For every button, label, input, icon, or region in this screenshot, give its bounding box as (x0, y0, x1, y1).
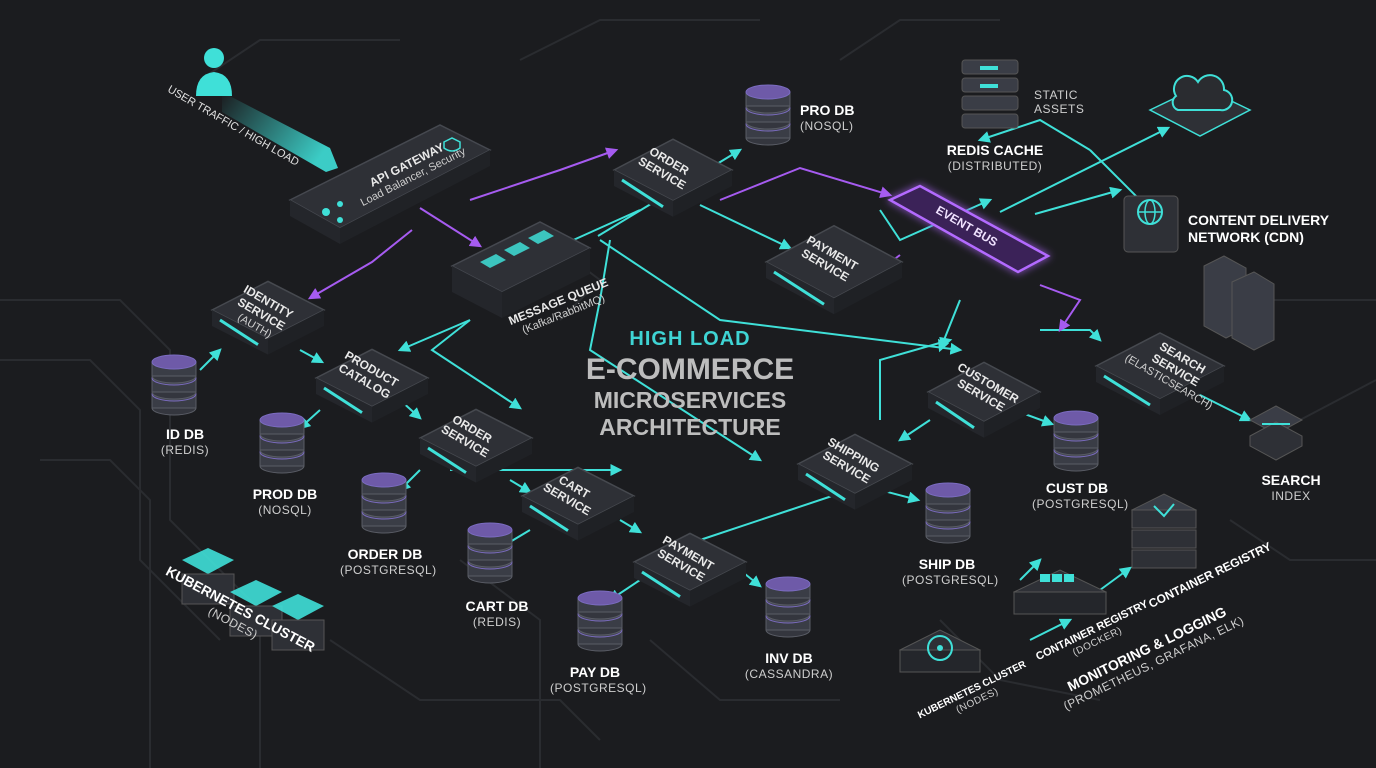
id-db-name: ID DB (165, 426, 205, 442)
order-db-label: ORDER DB(POSTGRESQL) (340, 546, 437, 577)
cdn-l2: NETWORK (CDN) (1188, 228, 1304, 245)
prod-db-sub: (NOSQL) (258, 502, 312, 517)
pay-db-sub: (POSTGRESQL) (550, 680, 647, 695)
cart-db-sub: (REDIS) (472, 614, 522, 629)
redis-cache-name: REDIS CACHE (946, 142, 1044, 158)
title-architecture: ARCHITECTURE (599, 414, 781, 440)
static-assets-l1: STATIC (1034, 88, 1078, 102)
cust-db-label: CUST DB(POSTGRESQL) (1032, 480, 1129, 511)
prod-db-name: PROD DB (252, 486, 318, 502)
title-microservices: MICROSERVICES (593, 387, 787, 413)
ship-db-label: SHIP DB(POSTGRESQL) (902, 556, 999, 587)
id-db-sub: (REDIS) (160, 442, 210, 457)
id-db-label: ID DB(REDIS) (140, 426, 230, 457)
prod-db-label: PROD DB(NOSQL) (240, 486, 330, 517)
static-assets-l2: ASSETS (1034, 102, 1085, 117)
pay-db-name: PAY DB (569, 664, 621, 680)
cart-db-name: CART DB (465, 598, 529, 614)
order-db-sub: (POSTGRESQL) (340, 562, 437, 577)
redis-cache-label: REDIS CACHE (DISTRIBUTED) (940, 142, 1050, 173)
ship-db-name: SHIP DB (918, 556, 976, 572)
search-index-name: SEARCH (1261, 472, 1321, 488)
circuit-traces (0, 19, 1376, 768)
cust-db-sub: (POSTGRESQL) (1032, 496, 1129, 511)
inv-db-name: INV DB (765, 650, 813, 666)
pro-db-sub: (NOSQL) (800, 118, 854, 133)
pro-db-label: PRO DB(NOSQL) (800, 102, 854, 133)
ship-db-sub: (POSTGRESQL) (902, 572, 999, 587)
pro-db-name: PRO DB (800, 102, 855, 118)
diagram-title: HIGH LOAD E-COMMERCE MICROSERVICES ARCHI… (560, 328, 820, 441)
static-assets-label: STATIC ASSETS (1034, 88, 1084, 117)
cust-db-name: CUST DB (1045, 480, 1109, 496)
cart-db-label: CART DB(REDIS) (452, 598, 542, 629)
title-high-load: HIGH LOAD (629, 328, 751, 350)
title-ecommerce: E-COMMERCE (585, 353, 795, 386)
order-db-name: ORDER DB (347, 546, 423, 562)
inv-db-label: INV DB(CASSANDRA) (744, 650, 834, 681)
cdn-l1: CONTENT DELIVERY (1188, 212, 1330, 228)
redis-cache-sub: (DISTRIBUTED) (947, 158, 1043, 173)
pay-db-label: PAY DB(POSTGRESQL) (550, 664, 647, 695)
inv-db-sub: (CASSANDRA) (744, 666, 834, 681)
search-index-sub: INDEX (1271, 488, 1311, 503)
cdn-label: CONTENT DELIVERY NETWORK (CDN) (1188, 212, 1329, 246)
